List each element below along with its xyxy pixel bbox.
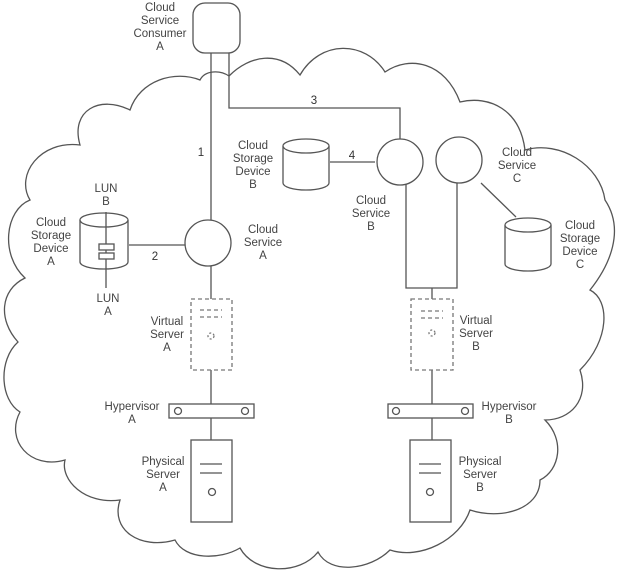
virtual-server-b-label: Virtual Server B [459, 315, 493, 353]
svg-text:A: A [159, 482, 167, 494]
physical-server-a-label: Physical Server A [142, 456, 185, 494]
svg-text:B: B [249, 179, 257, 191]
cloud-storage-device-c-icon[interactable] [504, 217, 552, 272]
svg-text:Server: Server [459, 328, 493, 340]
svg-text:A: A [104, 306, 112, 318]
svg-text:Physical: Physical [142, 456, 185, 468]
cloud-service-a-icon[interactable] [184, 219, 232, 267]
svg-text:A: A [47, 256, 55, 268]
svg-text:Cloud: Cloud [36, 217, 66, 229]
svg-text:B: B [102, 196, 110, 208]
svg-text:C: C [513, 173, 521, 185]
cloud-storage-device-a-icon[interactable] [79, 212, 129, 288]
svg-text:Storage: Storage [560, 233, 600, 245]
svg-text:Server: Server [463, 469, 497, 481]
virtual-server-a-icon[interactable] [190, 298, 233, 371]
connection-3-label: 3 [311, 95, 317, 107]
virtual-server-a-label: Virtual Server A [150, 316, 184, 354]
svg-text:Storage: Storage [233, 153, 273, 165]
svg-text:Cloud: Cloud [248, 224, 278, 236]
connection-4-label: 4 [349, 150, 356, 162]
svg-text:Service: Service [141, 15, 179, 27]
service-c-storage-line [480, 182, 517, 218]
svg-text:Cloud: Cloud [502, 147, 532, 159]
svg-text:Service: Service [352, 208, 390, 220]
svg-text:C: C [576, 259, 584, 271]
cloud-boundary [3, 47, 616, 570]
cloud-service-c-icon[interactable] [435, 136, 483, 184]
cloud-service-a-label: Cloud Service A [244, 224, 282, 262]
physical-server-a-icon[interactable] [190, 439, 233, 523]
hypervisor-a-label: Hypervisor A [105, 401, 160, 426]
connection-2-label: 2 [152, 251, 158, 263]
svg-text:Device: Device [33, 243, 68, 255]
svg-text:Virtual: Virtual [151, 316, 183, 328]
cloud-service-b-label: Cloud Service B [352, 195, 390, 233]
cloud-service-b-icon[interactable] [376, 138, 424, 186]
svg-text:Physical: Physical [459, 456, 502, 468]
svg-text:Cloud: Cloud [238, 140, 268, 152]
svg-text:B: B [505, 414, 513, 426]
svg-text:Server: Server [150, 329, 184, 341]
svg-text:B: B [476, 482, 484, 494]
physical-server-b-icon[interactable] [409, 439, 452, 523]
svg-text:Hypervisor: Hypervisor [482, 401, 537, 413]
svg-text:Server: Server [146, 469, 180, 481]
svg-text:B: B [367, 221, 375, 233]
svg-text:Consumer: Consumer [133, 28, 186, 40]
hypervisor-b-icon[interactable] [387, 403, 474, 419]
cloud-service-consumer-a-icon[interactable] [192, 2, 241, 54]
storage-c-label: Cloud Storage Device C [560, 220, 600, 271]
svg-text:A: A [128, 414, 136, 426]
hypervisor-b-label: Hypervisor B [482, 401, 537, 426]
connection-1-label: 1 [198, 147, 204, 159]
hypervisor-a-icon[interactable] [168, 403, 255, 419]
physical-server-b-label: Physical Server B [459, 456, 502, 494]
connection-3-line [228, 53, 401, 140]
svg-text:Device: Device [562, 246, 597, 258]
lun-a-label: LUN A [96, 293, 119, 318]
consumer-label: Cloud Service Consumer A [133, 2, 186, 53]
svg-text:LUN: LUN [96, 293, 119, 305]
svg-text:Virtual: Virtual [460, 315, 492, 327]
svg-text:Cloud: Cloud [356, 195, 386, 207]
svg-text:Service: Service [244, 237, 282, 249]
svg-text:Storage: Storage [31, 230, 71, 242]
lun-b-label: LUN B [94, 183, 117, 208]
svg-text:Hypervisor: Hypervisor [105, 401, 160, 413]
storage-a-label: Cloud Storage Device A [31, 217, 71, 268]
cloud-service-c-label: Cloud Service C [498, 147, 536, 185]
svg-text:A: A [156, 41, 164, 53]
virtual-server-b-icon[interactable] [410, 298, 454, 371]
svg-text:A: A [259, 250, 267, 262]
svg-text:Service: Service [498, 160, 536, 172]
svg-text:B: B [472, 341, 480, 353]
service-b-c-vm-link [405, 183, 458, 289]
svg-text:A: A [163, 342, 171, 354]
svg-text:LUN: LUN [94, 183, 117, 195]
svg-text:Cloud: Cloud [145, 2, 175, 14]
cloud-storage-device-b-icon[interactable] [282, 138, 330, 191]
storage-b-label: Cloud Storage Device B [233, 140, 273, 191]
svg-text:Device: Device [235, 166, 270, 178]
svg-text:Cloud: Cloud [565, 220, 595, 232]
